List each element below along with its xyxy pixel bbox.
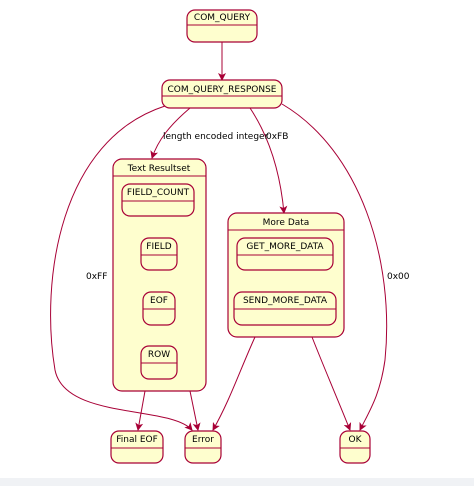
state-eof: EOF [142, 291, 176, 326]
state-field-count: FIELD_COUNT [121, 183, 195, 217]
state-send-more-data-label: SEND_MORE_DATA [243, 296, 328, 306]
state-more-data-label: More Data [263, 218, 310, 228]
transition-response-to-ok [281, 103, 388, 431]
label-0x00: 0x00 [387, 272, 410, 282]
state-send-more-data: SEND_MORE_DATA [233, 291, 337, 326]
state-com-query: COM_QUERY [186, 9, 258, 43]
state-field-count-label: FIELD_COUNT [127, 188, 190, 198]
transition-response-to-text-resultset [150, 107, 191, 159]
transition-text-resultset-to-final-eof [135, 390, 146, 431]
state-eof-label: EOF [150, 296, 168, 306]
state-com-query-response: COM_QUERY_RESPONSE [161, 79, 283, 109]
state-field: FIELD [140, 237, 178, 271]
state-final-eof: Final EOF [110, 430, 164, 464]
state-com-query-label: COM_QUERY [194, 13, 251, 23]
state-final-eof-label: Final EOF [116, 435, 158, 445]
bottom-edge-strip [0, 478, 474, 486]
state-text-resultset-label: Text Resultset [127, 164, 191, 174]
label-0xff: 0xFF [86, 272, 107, 282]
state-field-label: FIELD [146, 242, 172, 252]
state-row-label: ROW [148, 350, 170, 360]
state-ok-label: OK [349, 435, 363, 445]
state-row: ROW [140, 345, 178, 380]
state-text-resultset: Text Resultset [112, 158, 207, 392]
label-length-encoded-integer: length encoded integer [163, 132, 269, 142]
transition-more-data-to-error [212, 336, 256, 431]
transition-response-to-more-data [249, 107, 288, 214]
state-get-more-data: GET_MORE_DATA [236, 237, 334, 271]
state-get-more-data-label: GET_MORE_DATA [246, 242, 324, 252]
state-ok: OK [339, 430, 371, 464]
state-error-label: Error [192, 435, 214, 445]
state-error: Error [184, 430, 222, 464]
transition-text-resultset-to-error [189, 390, 201, 431]
state-com-query-response-label: COM_QUERY_RESPONSE [168, 85, 277, 95]
label-0xfb: 0xFB [266, 132, 288, 142]
transition-response-to-error-ff [50, 105, 193, 431]
transition-more-data-to-ok [311, 336, 352, 431]
